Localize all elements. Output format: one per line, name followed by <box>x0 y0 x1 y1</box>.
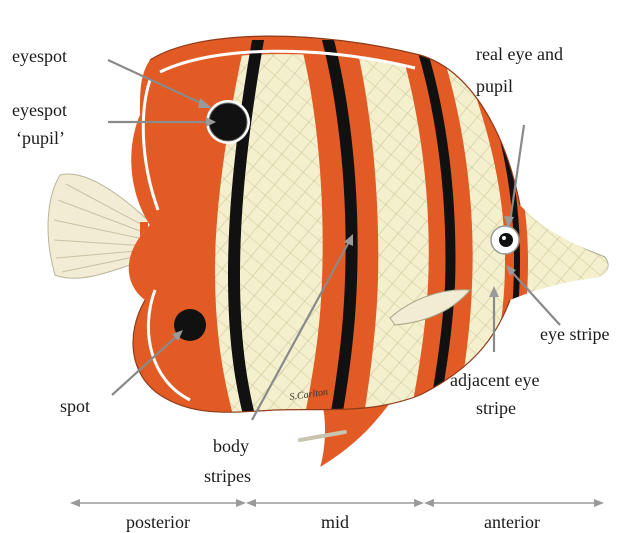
label-eyespot-pupil-2: ‘pupil’ <box>16 128 65 148</box>
posterior-arrow <box>70 499 246 507</box>
region-axis: posterior mid anterior <box>70 499 604 532</box>
fish-illustration: S.Carlton <box>48 19 640 470</box>
label-spot: spot <box>60 396 90 416</box>
label-adjacent-eye-stripe-1: adjacent eye <box>450 370 539 390</box>
label-real-eye-2: pupil <box>476 76 513 96</box>
label-eyespot-pupil-1: eyespot <box>12 100 67 120</box>
label-body-stripes-1: body <box>213 436 249 456</box>
anterior-arrow <box>424 499 604 507</box>
label-adjacent-eye-stripe-2: stripe <box>476 398 516 418</box>
label-eyespot: eyespot <box>12 46 67 66</box>
region-mid: mid <box>321 512 349 532</box>
label-real-eye-1: real eye and <box>476 44 563 64</box>
mid-arrow <box>246 499 424 507</box>
real-eye <box>491 226 519 254</box>
region-posterior: posterior <box>126 512 190 532</box>
label-eye-stripe: eye stripe <box>540 324 609 344</box>
region-anterior: anterior <box>484 512 540 532</box>
label-body-stripes-2: stripes <box>204 466 251 486</box>
